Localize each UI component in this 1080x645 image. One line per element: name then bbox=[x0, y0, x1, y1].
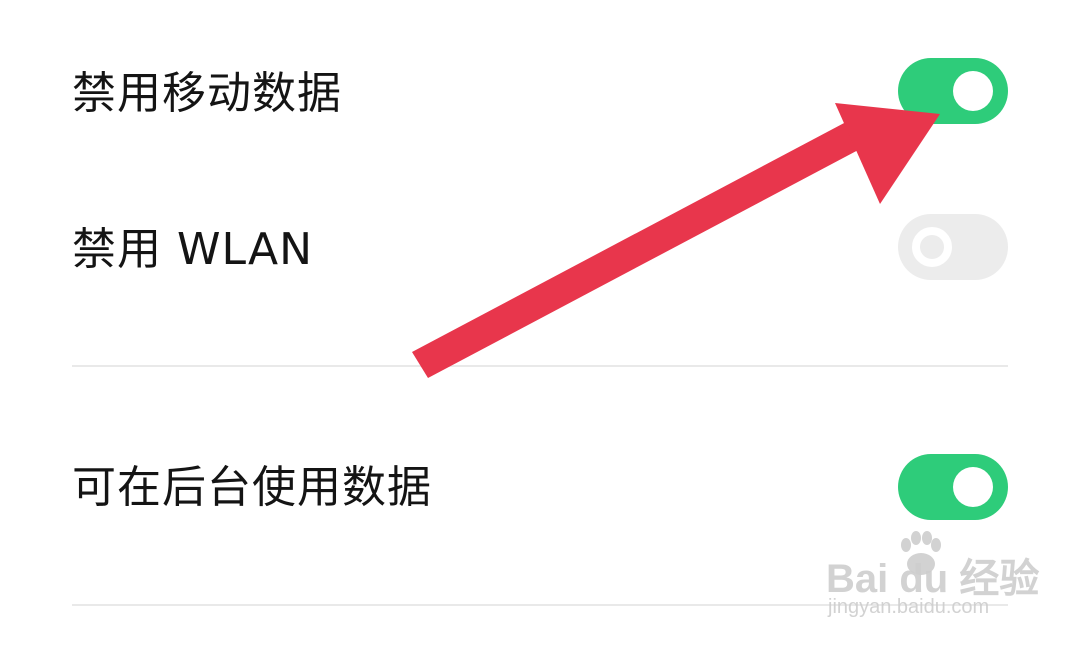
disable-wlan-toggle[interactable] bbox=[898, 214, 1008, 280]
disable-mobile-data-label: 禁用移动数据 bbox=[72, 68, 342, 119]
toggle-knob bbox=[912, 227, 952, 267]
toggle-knob bbox=[953, 467, 993, 507]
toggle-knob bbox=[953, 71, 993, 111]
background-data-toggle[interactable] bbox=[898, 454, 1008, 520]
background-data-label: 可在后台使用数据 bbox=[72, 462, 432, 513]
baidu-jingyan-watermark: Bai du 经验 jingyan.baidu.com bbox=[826, 526, 1039, 626]
disable-mobile-data-toggle[interactable] bbox=[898, 58, 1008, 124]
divider bbox=[72, 604, 1008, 606]
paw-icon bbox=[901, 531, 941, 575]
disable-wlan-label: 禁用 WLAN bbox=[72, 224, 314, 275]
watermark-brand: Bai du 经验 bbox=[826, 557, 1040, 601]
divider bbox=[72, 365, 1008, 367]
watermark-url: jingyan.baidu.com bbox=[828, 596, 990, 618]
